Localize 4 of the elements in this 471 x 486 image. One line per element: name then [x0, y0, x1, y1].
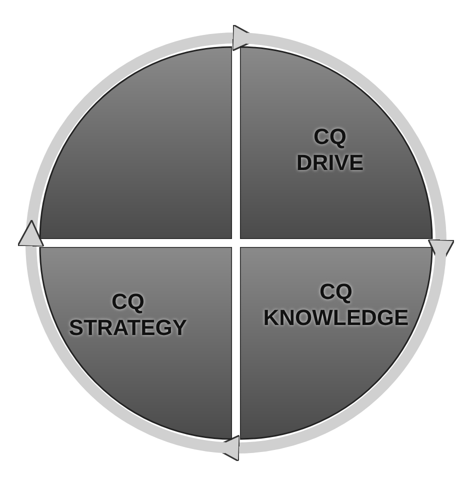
curved-arrow	[18, 219, 226, 454]
segment-label: CQ KNOWLEDGE	[263, 279, 409, 331]
segment-label: CQ STRATEGY	[68, 289, 188, 341]
segment-label: CQ DRIVE	[296, 124, 364, 176]
